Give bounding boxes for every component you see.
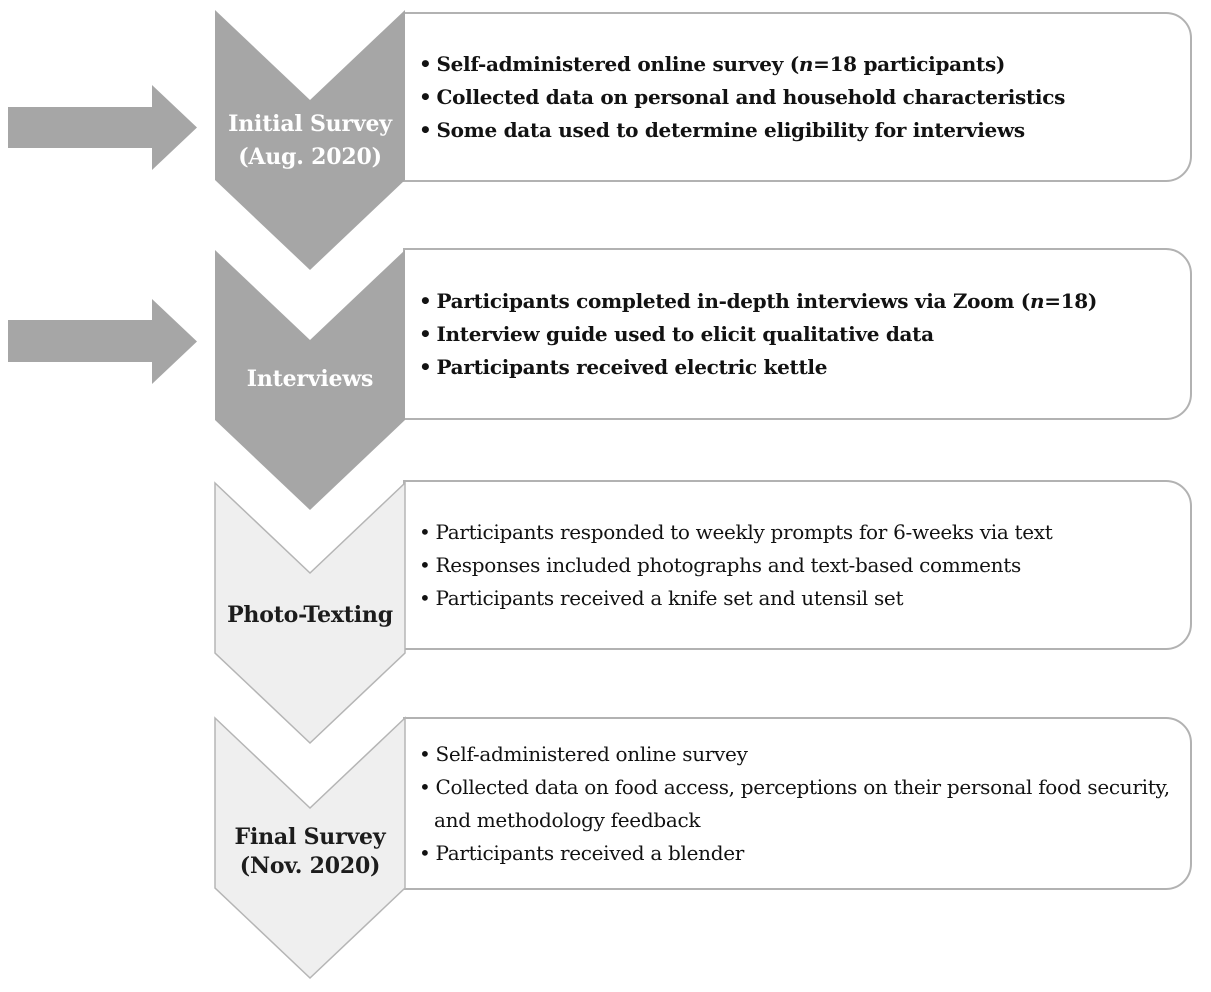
- chevron-label-line: Final Survey: [234, 824, 386, 850]
- chevron-label-line: Initial Survey: [228, 111, 392, 137]
- chevron-label-final-survey: Final Survey (Nov. 2020): [215, 823, 405, 881]
- bullet-marker: •: [419, 552, 431, 577]
- bullet-list-photo-texting: •Participants responded to weekly prompt…: [405, 516, 1190, 615]
- chevron-label-interviews: Interviews: [215, 364, 405, 394]
- bullet-item: •Collected data on food access, percepti…: [419, 774, 1170, 832]
- details-box-initial-survey: •Self-administered online survey (n=18 p…: [403, 12, 1192, 182]
- chevron-label-initial-survey: Initial Survey (Aug. 2020): [215, 108, 405, 174]
- bullet-marker: •: [419, 354, 432, 379]
- bullet-item: •Participants received a blender: [419, 840, 745, 865]
- bullet-item: •Self-administered online survey: [419, 741, 748, 766]
- bullet-item: •Participants responded to weekly prompt…: [419, 519, 1053, 544]
- bullet-marker: •: [419, 840, 431, 865]
- chevron-label-photo-texting: Photo-Texting: [215, 600, 405, 630]
- chevron-label-line: (Nov. 2020): [239, 853, 381, 879]
- bullet-marker: •: [419, 519, 431, 544]
- bullet-marker: •: [419, 84, 432, 109]
- chevron-label-line: Interviews: [246, 366, 374, 392]
- bullet-item: •Participants completed in-depth intervi…: [419, 288, 1098, 313]
- details-box-interviews: •Participants completed in-depth intervi…: [403, 248, 1192, 420]
- bullet-list-initial-survey: •Self-administered online survey (n=18 p…: [405, 48, 1190, 147]
- bullet-marker: •: [419, 774, 431, 799]
- bullet-marker: •: [419, 117, 432, 142]
- chevron-label-line: (Aug. 2020): [238, 144, 382, 170]
- left-arrow-interviews: [8, 299, 197, 384]
- bullet-marker: •: [419, 321, 432, 346]
- left-arrow-initial-survey: [8, 85, 197, 170]
- bullet-item: •Some data used to determine eligibility…: [419, 117, 1025, 142]
- bullet-marker: •: [419, 288, 432, 313]
- chevron-label-line: Photo-Texting: [227, 602, 393, 628]
- bullet-item: •Interview guide used to elicit qualitat…: [419, 321, 934, 346]
- bullet-item: •Collected data on personal and househol…: [419, 84, 1066, 109]
- bullet-marker: •: [419, 51, 432, 76]
- bullet-list-interviews: •Participants completed in-depth intervi…: [405, 285, 1190, 384]
- details-box-final-survey: •Self-administered online survey •Collect…: [403, 717, 1192, 890]
- details-box-photo-texting: •Participants responded to weekly prompt…: [403, 480, 1192, 650]
- bullet-marker: •: [419, 741, 431, 766]
- bullet-item: •Participants received a knife set and u…: [419, 585, 904, 610]
- bullet-item: •Participants received electric kettle: [419, 354, 828, 379]
- bullet-item: •Self-administered online survey (n=18 p…: [419, 51, 1006, 76]
- bullet-item: •Responses included photographs and text…: [419, 552, 1021, 577]
- bullet-list-final-survey: •Self-administered online survey •Collect…: [405, 738, 1190, 870]
- bullet-marker: •: [419, 585, 431, 610]
